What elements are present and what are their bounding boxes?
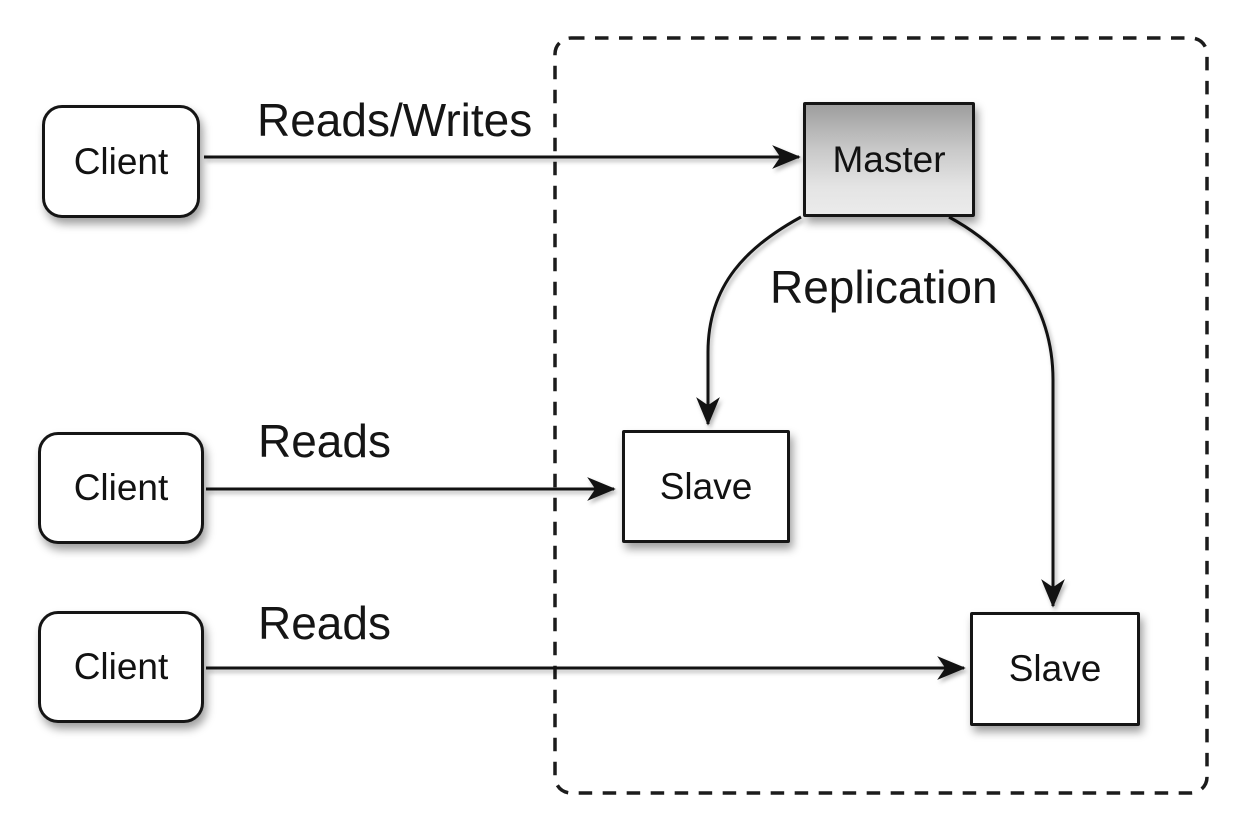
client-node-2-label: Client [73, 467, 169, 508]
slave-node-2: Slave [970, 612, 1140, 726]
edge-replication-slave2-arrow [948, 215, 1065, 608]
edge-replication-slave1-arrow [696, 215, 802, 426]
client-node-2: Client [38, 432, 204, 544]
edge-label-replication: Replication [770, 261, 998, 313]
client-node-3: Client [38, 611, 204, 723]
slave-node-1: Slave [622, 430, 790, 543]
slave-node-1-label: Slave [659, 465, 753, 507]
edge-label-reads-writes: Reads/Writes [257, 94, 533, 146]
client-node-1-label: Client [73, 140, 169, 182]
slave-node-2-label: Slave [1008, 648, 1102, 689]
client-node-3-label: Client [73, 646, 169, 687]
edge-label-reads-top: Reads [258, 415, 391, 467]
client-node-1: Client [42, 105, 200, 218]
master-node: Master [803, 102, 975, 217]
edge-label-reads-bottom: Reads [258, 597, 391, 649]
master-node-label: Master [832, 138, 946, 180]
